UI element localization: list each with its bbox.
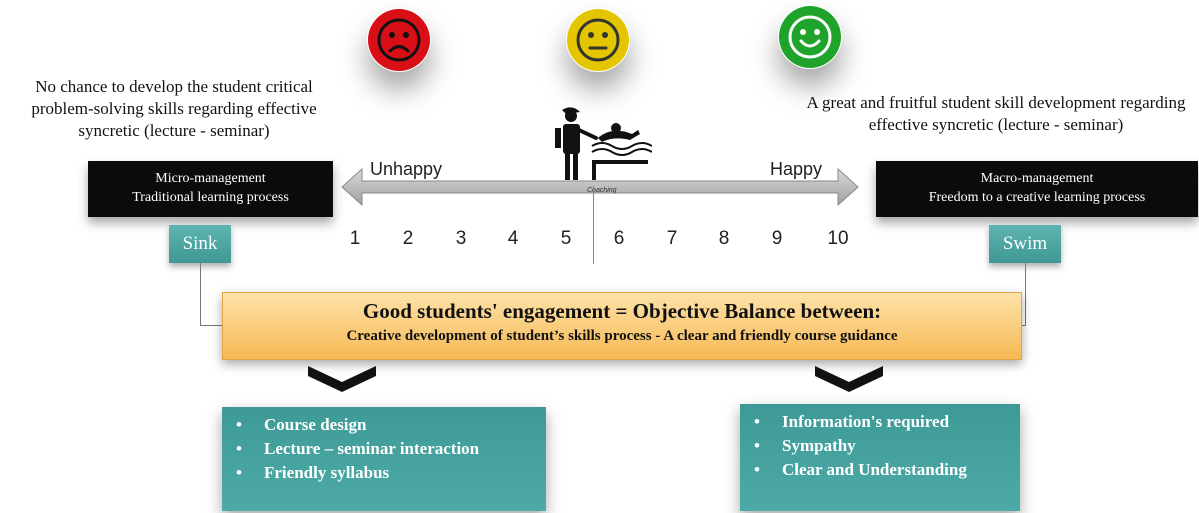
unhappy-label: Unhappy [370,159,443,179]
scale-number: 8 [718,228,730,249]
macro-management-box: Macro-management Freedom to a creative l… [876,161,1198,217]
scale-number: 2 [402,228,414,249]
micro-management-box: Micro-management Traditional learning pr… [88,161,333,217]
neutral-face-icon [566,8,630,72]
unhappy-face-icon [367,8,431,72]
scale-number: 1 [349,228,361,249]
scale-number: 6 [613,228,625,249]
right-connector [1020,263,1026,326]
scale-number: 9 [771,228,783,249]
left-list-box: •Course design •Lecture – seminar intera… [222,407,546,511]
coach-swimmer-icon [555,107,652,180]
left-description: No chance to develop the student critica… [31,77,317,140]
left-chevron-down-icon [308,366,376,392]
scale-number: 10 [827,228,849,249]
list-item: •Clear and Understanding [754,460,967,479]
right-description: A great and fruitful student skill devel… [806,93,1186,134]
list-item: •Lecture – seminar interaction [236,439,480,458]
micro-management-subtitle: Traditional learning process [132,190,289,205]
swim-tag: Swim [989,225,1061,263]
list-item: •Information's required [754,412,950,431]
sink-tag: Sink [169,225,231,263]
engagement-banner: Good students' engagement = Objective Ba… [222,292,1022,360]
scale-arrow [341,167,859,207]
happy-label: Happy [770,159,823,179]
coaching-label: Coaching [587,187,617,194]
scale-number: 4 [507,228,519,249]
list-item: •Friendly syllabus [236,463,390,482]
left-connector [200,263,223,326]
macro-management-title: Macro-management [980,171,1094,186]
happy-face-icon [778,5,842,69]
scale-number: 7 [666,228,678,249]
banner-subtitle: Creative development of student’s skills… [346,328,898,344]
center-divider [593,186,594,264]
scale-number: 5 [560,228,572,249]
scale-number: 3 [455,228,467,249]
list-item: •Sympathy [754,436,856,455]
right-list-box: •Information's required •Sympathy •Clear… [740,404,1020,511]
micro-management-title: Micro-management [155,171,266,186]
banner-title: Good students' engagement = Objective Ba… [362,299,882,323]
list-item: •Course design [236,415,367,434]
macro-management-subtitle: Freedom to a creative learning process [928,190,1146,205]
right-chevron-down-icon [815,366,883,392]
